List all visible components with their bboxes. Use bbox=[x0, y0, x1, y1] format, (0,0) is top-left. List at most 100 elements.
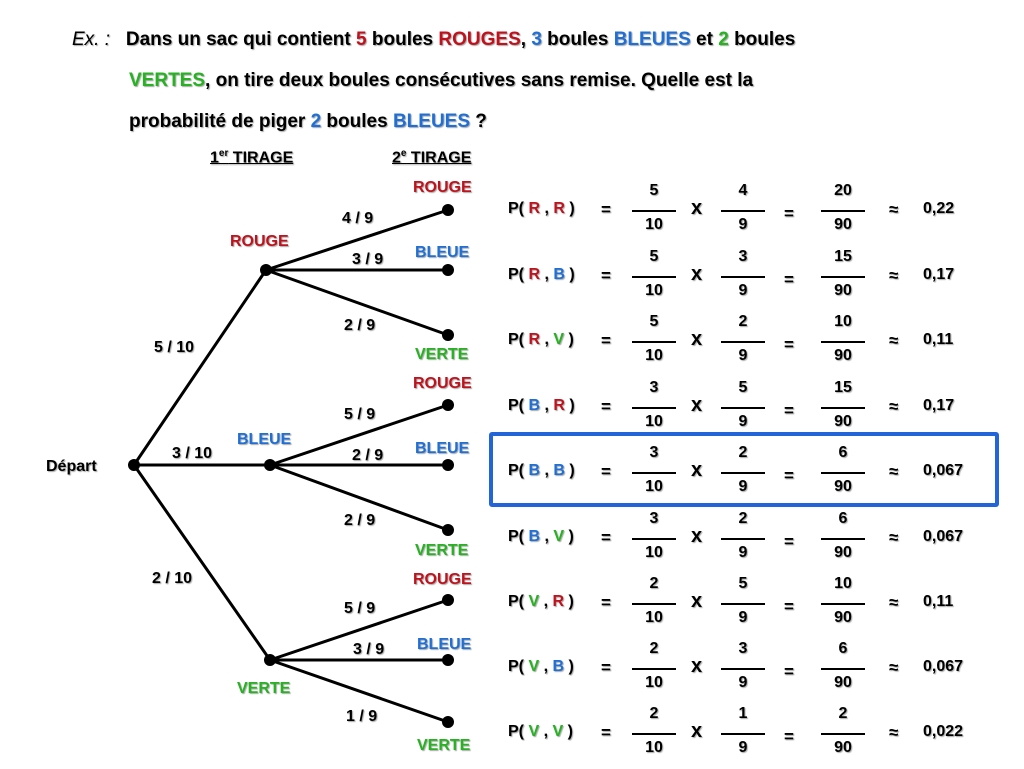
equals-sign: = bbox=[784, 401, 794, 420]
first-bleue-label: BLEUE bbox=[237, 431, 292, 448]
fraction-bar bbox=[821, 276, 865, 278]
first-outcome: V bbox=[528, 658, 540, 675]
numerator: 3 bbox=[738, 248, 748, 265]
second-outcome: R bbox=[553, 397, 565, 414]
text: et bbox=[690, 29, 719, 50]
fraction-bar bbox=[632, 210, 676, 212]
denominator: 9 bbox=[738, 347, 748, 364]
fraction-bar bbox=[721, 538, 765, 540]
equals-sign: = bbox=[601, 397, 611, 416]
fraction-bar bbox=[632, 472, 676, 474]
probability-expression: P( R , R ) bbox=[508, 200, 575, 217]
fraction-bar bbox=[632, 407, 676, 409]
numerator: 6 bbox=[838, 510, 848, 527]
branch-b-r bbox=[268, 403, 450, 467]
first-outcome: V bbox=[528, 593, 540, 610]
header-second-draw: 2e TIRAGE bbox=[392, 148, 472, 167]
fraction-bar bbox=[821, 603, 865, 605]
blue-count: 3 bbox=[531, 29, 542, 50]
times-sign: x bbox=[691, 525, 703, 547]
text: , bbox=[520, 29, 532, 50]
fraction-bar bbox=[632, 733, 676, 735]
equals-sign: = bbox=[784, 727, 794, 746]
decimal-result: 0,067 bbox=[923, 658, 964, 675]
probability-expression: P( V , B ) bbox=[508, 658, 574, 675]
times-sign: x bbox=[691, 720, 703, 742]
equals-sign: = bbox=[784, 204, 794, 223]
node-bleue bbox=[264, 459, 276, 471]
denominator: 90 bbox=[834, 609, 852, 626]
decimal-result: 0,17 bbox=[923, 266, 955, 283]
branch-start-verte bbox=[132, 463, 272, 662]
numerator: 15 bbox=[834, 379, 852, 396]
times-sign: x bbox=[691, 197, 703, 219]
first-outcome: V bbox=[528, 723, 540, 740]
node-b-r bbox=[442, 399, 454, 411]
first-rouge-label: ROUGE bbox=[230, 233, 289, 250]
approx-sign: ≈ bbox=[889, 528, 899, 547]
equals-sign: = bbox=[784, 335, 794, 354]
approx-sign: ≈ bbox=[889, 462, 899, 481]
equals-sign: = bbox=[601, 593, 611, 612]
problem-line-1: Ex. : Dans un sac qui contient 5 boules … bbox=[72, 20, 795, 60]
text: boules bbox=[366, 29, 439, 50]
decimal-result: 0,067 bbox=[923, 462, 964, 479]
times-sign: x bbox=[691, 263, 703, 285]
denominator: 10 bbox=[645, 478, 663, 495]
denominator: 10 bbox=[645, 674, 663, 691]
denominator: 9 bbox=[738, 413, 748, 430]
tree-nodes bbox=[128, 204, 454, 728]
prob-v-r: 5 / 9 bbox=[344, 600, 376, 617]
numerator: 2 bbox=[738, 444, 748, 461]
times-sign: x bbox=[691, 459, 703, 481]
numerator: 5 bbox=[738, 575, 748, 592]
numerator: 2 bbox=[649, 640, 659, 657]
decimal-result: 0,22 bbox=[923, 200, 955, 217]
denominator: 9 bbox=[738, 282, 748, 299]
second-r-rouge-label: ROUGE bbox=[413, 179, 472, 196]
tree-branches bbox=[132, 208, 450, 724]
text: ? bbox=[470, 111, 487, 132]
second-r-verte-label: VERTE bbox=[415, 346, 469, 363]
probability-expression: P( B , B ) bbox=[508, 462, 575, 479]
approx-sign: ≈ bbox=[889, 266, 899, 285]
fraction-bar bbox=[721, 668, 765, 670]
prob-first-rouge: 5 / 10 bbox=[154, 339, 195, 356]
approx-sign: ≈ bbox=[889, 593, 899, 612]
second-outcome: V bbox=[552, 723, 564, 740]
equals-sign: = bbox=[601, 528, 611, 547]
first-outcome: R bbox=[528, 331, 541, 348]
fraction-bar bbox=[632, 668, 676, 670]
branch-start-rouge bbox=[132, 268, 268, 467]
blue-word: BLEUES bbox=[613, 29, 691, 50]
times-sign: x bbox=[691, 394, 703, 416]
branch-v-r bbox=[268, 598, 450, 662]
equals-sign: = bbox=[601, 658, 611, 677]
denominator: 90 bbox=[834, 674, 852, 691]
second-v-rouge-label: ROUGE bbox=[413, 571, 472, 588]
denominator: 90 bbox=[834, 216, 852, 233]
prob-first-bleue: 3 / 10 bbox=[172, 445, 213, 462]
fraction-bar bbox=[721, 733, 765, 735]
fraction-bar bbox=[821, 538, 865, 540]
first-outcome: B bbox=[528, 397, 541, 414]
probability-expression: P( V , V ) bbox=[508, 723, 573, 740]
denominator: 9 bbox=[738, 478, 748, 495]
equals-sign: = bbox=[784, 597, 794, 616]
example-label: Ex. : bbox=[72, 29, 111, 50]
text: probabilité de piger bbox=[129, 111, 311, 132]
fraction-bar bbox=[632, 603, 676, 605]
equals-sign: = bbox=[601, 331, 611, 350]
decimal-result: 0,11 bbox=[923, 593, 954, 610]
second-outcome: R bbox=[553, 200, 565, 217]
second-b-bleue-label: BLEUE bbox=[415, 440, 470, 457]
denominator: 10 bbox=[645, 413, 663, 430]
times-sign: x bbox=[691, 328, 703, 350]
two-count: 2 bbox=[310, 111, 322, 132]
second-b-rouge-label: ROUGE bbox=[413, 375, 472, 392]
numerator: 6 bbox=[838, 640, 848, 657]
